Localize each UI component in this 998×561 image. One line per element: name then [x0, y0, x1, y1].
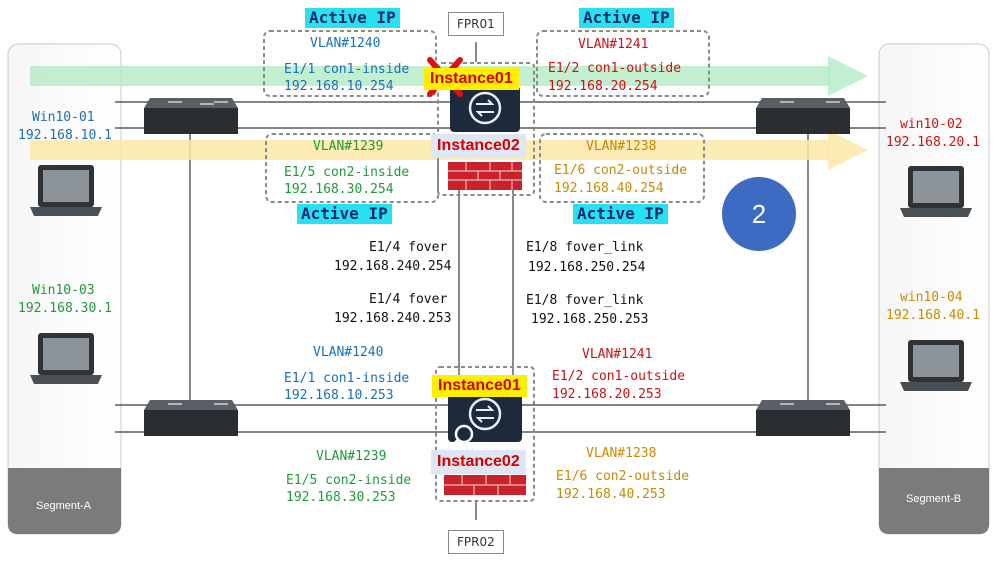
switch-icon: [144, 98, 238, 134]
host-ip: 192.168.40.1: [886, 308, 980, 323]
switch-icon: [756, 400, 850, 436]
fpr01-label: FPR01: [448, 12, 504, 36]
instance02-label-fpr01: Instance02: [431, 134, 526, 158]
host-ip: 192.168.20.1: [886, 135, 980, 150]
vlan-label: VLAN#1239: [313, 139, 384, 154]
interface-label: E1/1 con1-inside: [284, 371, 410, 386]
active-ip-label: Active IP: [579, 8, 674, 28]
interface-label: E1/4 fover: [369, 240, 448, 255]
interface-label: E1/4 fover: [369, 292, 448, 307]
fpr01-chassis-box: [437, 62, 535, 196]
interface-label: E1/2 con1-outside: [552, 369, 686, 384]
interface-label: E1/8 fover_link: [526, 240, 644, 255]
interface-label: E1/5 con2-inside: [284, 165, 410, 180]
instance01-label-fpr01: Instance01: [424, 68, 519, 90]
segment-a-label: Segment-A: [36, 500, 92, 512]
switch-icon: [144, 400, 238, 436]
fpr01-outside2-box: [539, 133, 705, 203]
ip-label: 192.168.20.253: [552, 387, 662, 402]
laptop-icon: [30, 333, 102, 384]
step-badge: 2: [722, 177, 796, 251]
laptop-icon: [30, 165, 102, 216]
instance02-label-fpr02: Instance02: [431, 450, 526, 474]
ip-label: 192.168.250.253: [531, 312, 649, 327]
vlan-label: VLAN#1239: [316, 449, 387, 464]
laptop-icon: [900, 340, 972, 391]
vlan-label: VLAN#1241: [578, 37, 649, 52]
switch-icon: [756, 98, 850, 134]
ip-label: 192.168.20.254: [548, 79, 658, 94]
vlan-label: VLAN#1238: [586, 446, 657, 461]
fpr02-device: [444, 390, 526, 495]
ip-label: 192.168.240.253: [334, 311, 452, 326]
vlan-label: VLAN#1238: [586, 139, 657, 154]
host-name: win10-02: [900, 117, 963, 132]
vlan-label: VLAN#1241: [582, 347, 653, 362]
interface-label: E1/6 con2-outside: [554, 163, 688, 178]
active-ip-label: Active IP: [297, 204, 392, 224]
fpr02-label: FPR02: [448, 530, 504, 554]
ip-label: 192.168.30.253: [286, 490, 396, 505]
host-ip: 192.168.30.1: [18, 301, 112, 316]
fpr01-device: [448, 86, 522, 190]
fpr01-inside1-box: [263, 30, 437, 97]
instance01-label-fpr02: Instance01: [432, 375, 527, 397]
fpr01-outside1-box: [536, 30, 710, 97]
ip-label: 192.168.10.253: [284, 388, 394, 403]
segment-b-label: Segment-B: [906, 493, 962, 505]
ip-label: 192.168.10.254: [284, 79, 394, 94]
ip-label: 192.168.40.254: [554, 181, 664, 196]
host-name: Win10-01: [32, 110, 95, 125]
vlan-label: VLAN#1240: [310, 36, 381, 51]
laptop-icon: [900, 166, 972, 217]
vlan-label: VLAN#1240: [313, 345, 384, 360]
traffic-arrow-yellow: [30, 130, 868, 170]
fpr01-inside2-box: [265, 133, 439, 203]
interface-label: E1/1 con1-inside: [284, 62, 410, 77]
ip-label: 192.168.250.254: [528, 260, 646, 275]
host-name: win10-04: [900, 290, 963, 305]
host-name: Win10-03: [32, 283, 95, 298]
interface-label: E1/6 con2-outside: [556, 469, 690, 484]
ip-label: 192.168.240.254: [334, 259, 452, 274]
active-ip-label: Active IP: [573, 204, 668, 224]
interface-label: E1/5 con2-inside: [286, 473, 412, 488]
ip-label: 192.168.30.254: [284, 182, 394, 197]
interface-label: E1/2 con1-outside: [548, 61, 682, 76]
interface-label: E1/8 fover_link: [526, 293, 644, 308]
ip-label: 192.168.40.253: [556, 487, 666, 502]
fpr02-chassis-box: [435, 366, 535, 502]
active-ip-label: Active IP: [305, 8, 400, 28]
host-ip: 192.168.10.1: [18, 128, 112, 143]
